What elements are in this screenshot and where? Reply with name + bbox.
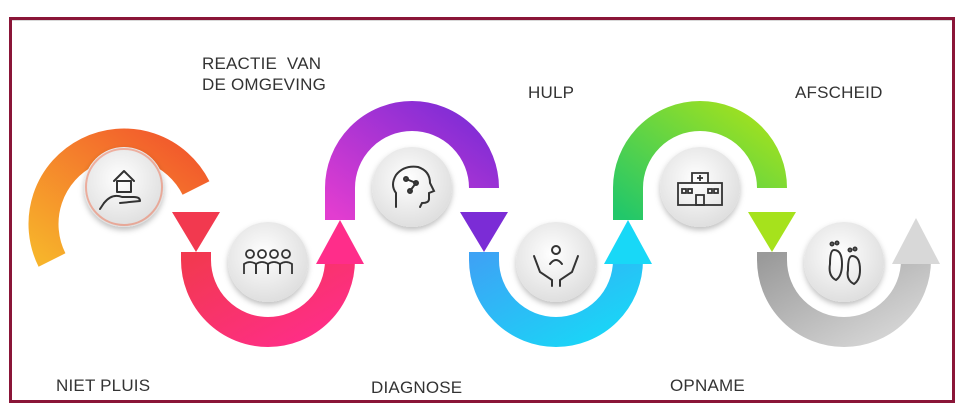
stage-disc-niet-pluis <box>84 147 164 227</box>
arrow-head-down <box>172 212 220 252</box>
stage-label-afscheid: AFSCHEID <box>795 83 883 102</box>
arc-afscheid <box>757 252 931 347</box>
arrow-head-up <box>892 218 940 264</box>
hospital-building-icon <box>677 172 723 206</box>
stage-disc-reactie <box>228 222 308 302</box>
house-in-hand-icon <box>99 170 141 210</box>
stage-label-reactie: REACTIE VAN DE OMGEVING <box>202 54 327 95</box>
arc-opname <box>613 101 787 220</box>
stage-label-hulp: HULP <box>528 83 575 102</box>
footprints-icon <box>828 240 862 286</box>
journey-diagram: NIET PLUIS REACTIE VAN DE OMGEVING DIAGN… <box>9 17 955 403</box>
ribbon-flow <box>28 101 940 347</box>
arc-niet-pluis <box>28 128 210 267</box>
arrow-head-up <box>316 220 364 264</box>
stage-disc-afscheid <box>804 222 884 302</box>
arrow-head-down <box>748 212 796 252</box>
arc-reactie <box>181 252 355 347</box>
arc-hulp <box>469 252 643 347</box>
arrow-head-up <box>604 220 652 264</box>
stage-disc-opname <box>660 147 740 227</box>
arrow-head-down <box>460 212 508 252</box>
stage-label-diagnose: DIAGNOSE <box>371 378 463 397</box>
arc-diagnose <box>325 101 499 220</box>
stage-label-niet-pluis: NIET PLUIS <box>56 376 151 395</box>
group-of-people-icon <box>243 249 293 274</box>
stage-label-opname: OPNAME <box>670 376 745 395</box>
brain-head-icon <box>392 165 436 208</box>
hands-support-person-icon <box>533 245 579 287</box>
stage-disc-hulp <box>516 222 596 302</box>
